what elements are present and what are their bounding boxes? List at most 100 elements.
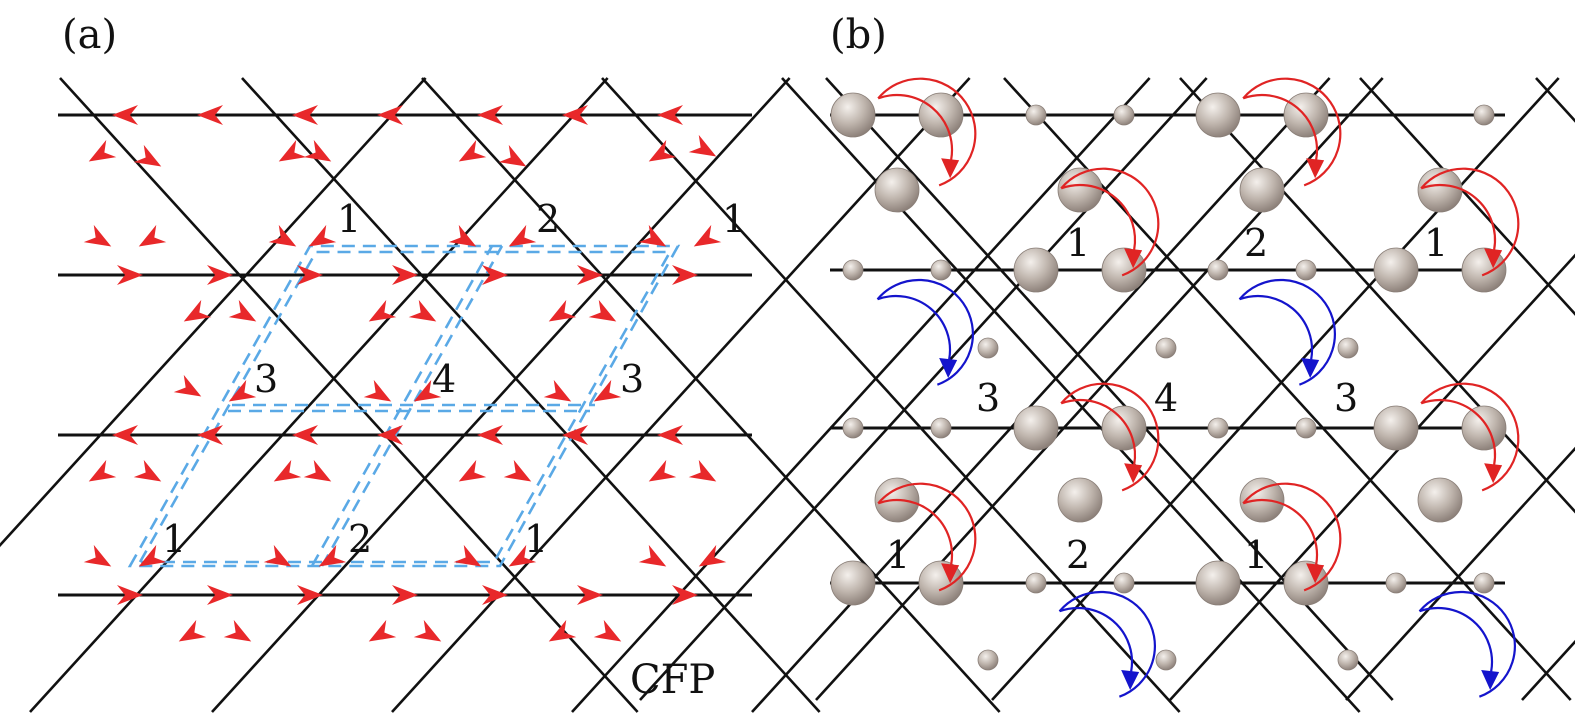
site-label: 2 <box>536 197 560 241</box>
site-label: 4 <box>1154 376 1178 420</box>
red-arrowhead-icon <box>117 265 143 285</box>
red-arrowhead-icon <box>308 224 337 247</box>
panel-b-site-labels: 1 2 1 3 4 3 1 2 1 <box>886 221 1448 577</box>
red-arrowhead-icon <box>693 224 722 247</box>
red-arrowhead-icon <box>138 544 167 567</box>
clockwise-loop-icon <box>1420 382 1520 492</box>
loop-arrowhead-icon <box>1484 463 1503 484</box>
red-arrowhead-icon <box>228 299 257 322</box>
red-arrowhead-icon <box>413 619 442 642</box>
clockwise-loop-icon <box>1242 77 1342 187</box>
sphere-icon <box>1195 560 1241 606</box>
red-arrowhead-icon <box>303 139 332 162</box>
clockwise-loop-icon <box>1060 398 1137 465</box>
red-arrowhead-icon <box>698 544 727 567</box>
red-arrowhead-icon <box>543 379 572 402</box>
red-arrowhead-icon <box>458 139 487 162</box>
diagonal-bond-line <box>1169 253 1575 701</box>
red-arrowhead-icon <box>648 459 677 482</box>
red-arrowhead-icon <box>368 299 397 322</box>
red-arrowhead-icon <box>458 459 487 482</box>
red-arrowhead-icon <box>223 619 252 642</box>
sphere-icon <box>1417 477 1463 523</box>
sphere-icon <box>1373 405 1419 451</box>
red-arrowhead-icon <box>197 105 223 125</box>
clockwise-loop-icon <box>1058 590 1156 698</box>
red-arrowhead-icon <box>297 585 323 605</box>
red-arrowhead-icon <box>482 585 508 605</box>
unit-cell-outline <box>127 244 681 568</box>
panel-a-site-labels: 1 2 1 3 4 3 1 2 1 <box>162 197 746 561</box>
red-arrowhead-icon <box>117 585 143 605</box>
sphere-icon <box>1473 104 1495 126</box>
unit-cell-midline <box>310 245 494 567</box>
sphere-icon <box>842 259 864 281</box>
loop-arrowhead-icon <box>941 158 960 179</box>
red-arrowhead-icon <box>548 299 577 322</box>
red-arrowhead-icon <box>392 265 418 285</box>
diagonal-bond-line <box>1179 77 1575 514</box>
red-arrowhead-icon <box>453 544 482 567</box>
sphere-icon <box>1013 405 1059 451</box>
clockwise-loop-icon <box>1242 498 1319 565</box>
red-arrowhead-icon <box>593 379 622 402</box>
sphere-icon <box>1337 337 1359 359</box>
diagonal-bond-line <box>639 77 1208 701</box>
red-arrowhead-icon <box>377 105 403 125</box>
clockwise-loop-icon <box>1420 183 1497 250</box>
red-arrowhead-icon <box>197 425 223 445</box>
red-arrowhead-icon <box>503 459 532 482</box>
diagonal-bond-line <box>1345 446 1575 701</box>
red-arrowhead-icon <box>297 265 323 285</box>
sphere-icon <box>1113 104 1135 126</box>
red-arrowhead-icon <box>133 144 162 167</box>
panel-b: (b) 1 2 1 3 4 3 1 2 1 <box>639 12 1575 701</box>
panel-b-tag: (b) <box>830 12 887 58</box>
red-arrowhead-icon <box>392 585 418 605</box>
loop-arrowhead-icon <box>1484 248 1503 269</box>
diagonal-bond-line <box>29 77 609 713</box>
site-label: 4 <box>432 357 456 401</box>
loop-arrowhead-icon <box>1121 669 1140 690</box>
red-arrowhead-icon <box>292 105 318 125</box>
loop-arrowhead-icon <box>1124 463 1143 484</box>
diagonal-bond-line <box>0 77 427 548</box>
red-arrowhead-icon <box>508 544 537 567</box>
site-label: 1 <box>1066 221 1090 265</box>
site-label: 1 <box>162 517 186 561</box>
red-arrowhead-icon <box>363 379 392 402</box>
red-arrowhead-icon <box>292 425 318 445</box>
diagonal-bond-line <box>571 77 1151 713</box>
sphere-icon <box>1461 405 1507 451</box>
diagonal-bond-line <box>211 77 791 713</box>
sphere-icon <box>1025 572 1047 594</box>
red-arrowhead-icon <box>138 224 167 247</box>
clockwise-loop-icon <box>877 498 954 565</box>
sphere-icon <box>874 167 920 213</box>
red-arrowhead-icon <box>207 585 233 605</box>
site-label: 1 <box>886 533 910 577</box>
unit-cell-dashed-outline <box>127 244 681 568</box>
red-arrowhead-icon <box>688 134 717 157</box>
diagonal-bond-line <box>59 77 639 713</box>
red-arrowhead-icon <box>207 265 233 285</box>
red-arrowhead-icon <box>228 379 257 402</box>
red-arrowhead-icon <box>273 459 302 482</box>
panel-a: (a) 1 2 1 3 4 3 1 2 1 CFP <box>0 12 1361 713</box>
clockwise-loop-icon <box>1418 590 1516 698</box>
sphere-icon <box>1013 247 1059 293</box>
site-label: 3 <box>1334 376 1358 420</box>
panel-b-current-loops <box>876 77 1520 698</box>
red-arrowhead-icon <box>133 459 162 482</box>
diagonal-bond-line <box>391 77 971 713</box>
red-arrowhead-icon <box>477 105 503 125</box>
red-arrowhead-icon <box>562 105 588 125</box>
loop-arrowhead-icon <box>1481 669 1500 690</box>
sphere-icon <box>1207 259 1229 281</box>
sphere-icon <box>1155 649 1177 671</box>
red-arrowhead-icon <box>657 425 683 445</box>
sphere-icon <box>1385 572 1407 594</box>
red-arrowhead-icon <box>183 299 212 322</box>
loop-arrowhead-icon <box>939 357 958 378</box>
site-label: 1 <box>1424 221 1448 265</box>
